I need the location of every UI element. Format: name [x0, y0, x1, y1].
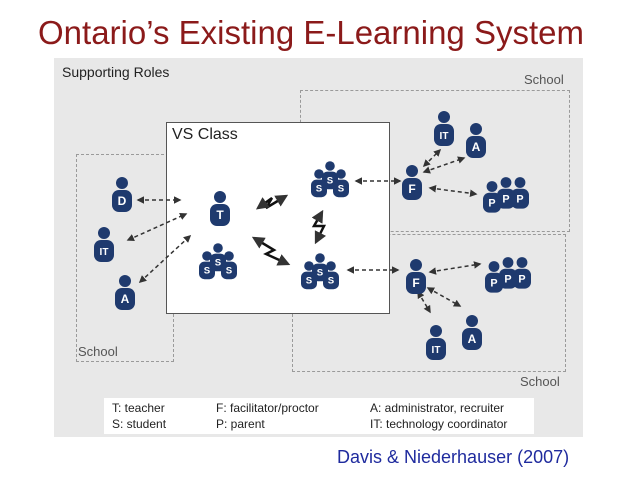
vs-student-letter: S: [215, 258, 222, 269]
top-administrator-letter: A: [472, 140, 481, 154]
top-parent-person-icon: P: [497, 177, 515, 209]
top-student-person-icon: S: [322, 161, 338, 190]
top-it-coordinator-person-icon: IT: [434, 111, 454, 146]
legend: T: teacher S: student F: facilitator/pro…: [104, 398, 534, 434]
supporting-roles-label: Supporting Roles: [62, 64, 170, 80]
lightning-vs-top: [255, 194, 289, 210]
top-student-letter: S: [338, 184, 345, 195]
bottom-facilitator-person-icon: F: [406, 259, 426, 294]
vs-student-letter: S: [204, 266, 211, 277]
teacher-letter: T: [216, 208, 224, 222]
top-facilitator-letter: F: [408, 182, 415, 196]
bottom-it-coordinator-letter: IT: [432, 345, 441, 356]
top-facilitator-person-icon: F: [402, 165, 422, 200]
school-label-top-right: School: [524, 72, 564, 87]
it-coordinator-left-letter: IT: [100, 247, 109, 258]
teacher-person-icon: T: [210, 191, 230, 226]
administrator-left-letter: A: [121, 292, 130, 306]
top-parent-letter: P: [502, 193, 509, 205]
bottom-student-letter: S: [317, 268, 324, 279]
connectors-right: [346, 148, 482, 314]
director-letter: D: [118, 194, 127, 208]
bottom-student-letter: S: [328, 276, 335, 287]
bottom-administrator-letter: A: [468, 332, 477, 346]
bottom-student-person-icon: S: [312, 253, 328, 282]
connectors-left: [126, 196, 192, 284]
legend-teacher: T: teacher: [112, 401, 165, 415]
school-label-left: School: [78, 344, 118, 359]
arrow-f-it-bottom: [417, 290, 431, 314]
arrow-f-p-top: [428, 185, 478, 197]
vs-class-title: VS Class: [172, 126, 238, 143]
bottom-student-letter: S: [306, 276, 313, 287]
bottom-parent-person-icon: P: [513, 257, 531, 289]
arrow-it-vs: [126, 213, 188, 241]
legend-parent: P: parent: [216, 417, 265, 431]
top-administrator-person-icon: A: [466, 123, 486, 158]
top-parent-person-icon: P: [511, 177, 529, 209]
arrow-f-a-top: [422, 156, 466, 174]
arrow-f-p-bottom: [428, 261, 482, 275]
top-parent-letter: P: [516, 193, 523, 205]
bottom-parent-letter: P: [504, 273, 511, 285]
it-coordinator-left-person-icon: IT: [94, 227, 114, 262]
citation: Davis & Niederhauser (2007): [337, 447, 570, 467]
legend-facilitator: F: facilitator/proctor: [216, 401, 319, 415]
bottom-parent-person-icon: P: [485, 261, 503, 293]
arrow-a-vs: [138, 234, 192, 284]
administrator-left-person-icon: A: [115, 275, 135, 310]
top-student-letter: S: [316, 184, 323, 195]
top-it-coordinator-letter: IT: [440, 131, 449, 142]
top-parent-letter: P: [488, 197, 495, 209]
legend-it: IT: technology coordinator: [370, 417, 508, 431]
vs-class-box: [166, 122, 390, 314]
bottom-parent-letter: P: [518, 273, 525, 285]
vs-student-letter: S: [226, 266, 233, 277]
bottom-administrator-person-icon: A: [462, 315, 482, 350]
arrow-f-it-top: [422, 148, 442, 168]
top-parent-person-icon: P: [483, 181, 501, 213]
top-student-person-icon: S: [311, 169, 327, 198]
bottom-facilitator-letter: F: [412, 276, 419, 290]
bottom-parent-person-icon: P: [499, 257, 517, 289]
arrow-f-a-bottom: [426, 287, 462, 307]
legend-administrator: A: administrator, recruiter: [370, 401, 505, 415]
school-label-bottom-right: School: [520, 374, 560, 389]
bottom-it-coordinator-person-icon: IT: [426, 325, 446, 360]
slide-title: Ontario’s Existing E-Learning System: [38, 14, 584, 51]
top-student-letter: S: [327, 176, 334, 187]
lightning-top-bottom: [311, 209, 327, 245]
bottom-parent-letter: P: [490, 277, 497, 289]
lightning-vs-bottom: [251, 236, 291, 266]
vs-student-person-icon: S: [210, 243, 226, 272]
director-person-icon: D: [112, 177, 132, 212]
legend-student: S: student: [112, 417, 167, 431]
lightning-links: [251, 194, 327, 266]
